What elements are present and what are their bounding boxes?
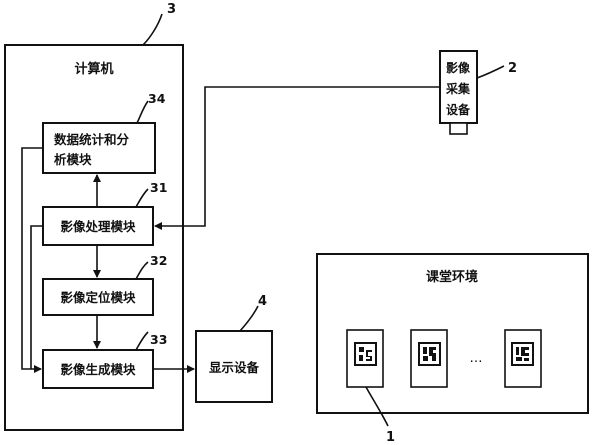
generation-module-ref: 33 xyxy=(150,332,167,347)
image-positioning-module xyxy=(42,278,154,316)
display-ref: 4 xyxy=(258,294,267,309)
stats-module-label-line2: 析模块 xyxy=(54,152,92,167)
arrow-camera-to-processing xyxy=(154,86,440,230)
camera-label-line3: 设备 xyxy=(446,102,471,117)
classroom-ref: 1 xyxy=(386,430,395,445)
stats-leader-line xyxy=(136,100,149,124)
positioning-leader-line xyxy=(135,261,149,280)
display-device-box xyxy=(195,330,273,403)
computer-ref: 3 xyxy=(167,2,176,17)
processing-module-ref: 31 xyxy=(150,180,167,195)
processing-module-label: 影像处理模块 xyxy=(60,219,136,234)
display-leader-line xyxy=(239,305,259,332)
processing-leader-line xyxy=(135,188,149,208)
computer-leader-line xyxy=(142,13,163,46)
camera-label-line1: 影像 xyxy=(446,60,471,75)
generation-module-label: 影像生成模块 xyxy=(60,362,136,377)
classroom-card-1 xyxy=(346,329,384,388)
stats-analysis-module xyxy=(42,122,156,174)
positioning-module-label: 影像定位模块 xyxy=(60,290,136,305)
generation-leader-line xyxy=(135,331,149,351)
image-generation-module xyxy=(42,349,154,389)
classroom-card-2 xyxy=(410,329,448,388)
camera-label-line2: 采集 xyxy=(445,81,471,96)
display-device-label: 显示设备 xyxy=(209,360,260,375)
classroom-card-3 xyxy=(504,329,542,388)
camera-lens xyxy=(449,122,468,135)
stats-module-ref: 34 xyxy=(148,91,166,106)
cards-leader-line xyxy=(365,386,389,427)
camera-ref: 2 xyxy=(508,61,517,76)
cards-ellipsis: … xyxy=(470,351,483,366)
arrow-processing-to-generation xyxy=(30,225,43,369)
camera-leader-line xyxy=(476,65,505,79)
computer-title: 计算机 xyxy=(74,61,113,77)
stats-module-label-line1: 数据统计和分 xyxy=(53,132,130,147)
classroom-title: 课堂环境 xyxy=(426,269,478,285)
positioning-module-ref: 32 xyxy=(150,253,167,268)
